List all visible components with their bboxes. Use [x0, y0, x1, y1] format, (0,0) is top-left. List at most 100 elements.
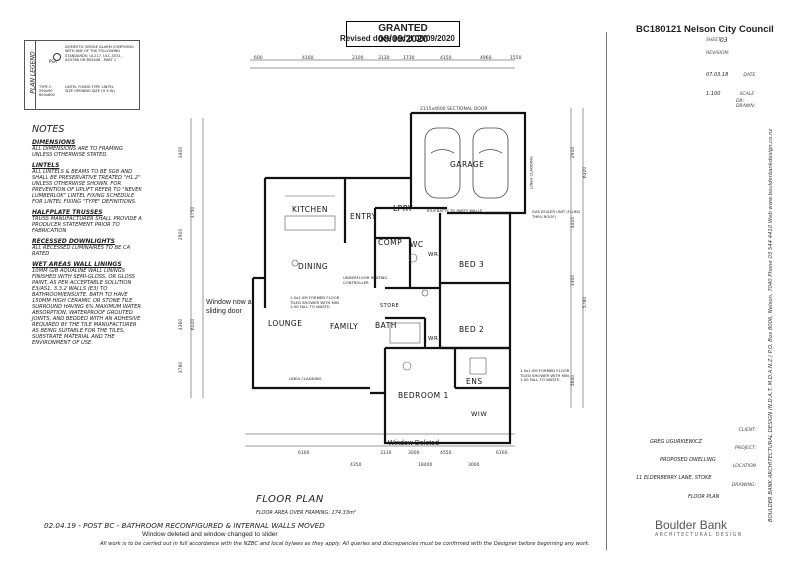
- room-bed3: BED 3: [459, 260, 485, 269]
- room-kitchen: KITCHEN: [292, 205, 328, 214]
- dim-top-6: 4150: [440, 56, 452, 61]
- bc-number: BC180121 Nelson City Council: [636, 24, 774, 35]
- tb-row-dr: DR:: [736, 99, 745, 104]
- tiled-shower-note-2: 1.0x1.0M FORMED FLOOR TILED SHOWER WITH …: [520, 368, 570, 383]
- granted-stamp: GRANTED 08/09/2020: [346, 21, 460, 47]
- room-store: STORE: [380, 303, 400, 309]
- dim-bottom-5: 6160: [496, 451, 508, 456]
- smoke-alarm-icon: [53, 53, 61, 61]
- notes-heading-downlights: RECESSED DOWNLIGHTS: [32, 238, 115, 245]
- tb-drawing-label: DRAWING:: [731, 483, 756, 488]
- dim-left-4: 4360: [179, 318, 185, 331]
- revised-note: Revised docs rec'd 08/09/2020: [340, 34, 455, 43]
- plan-title: FLOOR PLAN: [256, 494, 324, 505]
- tb-drawing-value: FLOOR PLAN: [688, 494, 720, 500]
- dim-bottom-6: 4350: [350, 463, 362, 468]
- floor-area: FLOOR AREA OVER FRAMING: 174.33m²: [256, 510, 356, 516]
- room-garage: GARAGE: [450, 160, 485, 169]
- underfloor-note: UNDERFLOOR HEATING CONTROLLER: [343, 275, 388, 285]
- tb-location: 11 ELDERBERRY LANE, STOKE LOCATION: [636, 464, 756, 483]
- dim-right-5: 5780: [583, 296, 589, 309]
- dim-right-1: 2910: [571, 146, 577, 159]
- tb-location-value: 11 ELDERBERRY LANE, STOKE: [636, 475, 712, 481]
- room-lpry: LPRY: [393, 204, 414, 213]
- batten-note: R3.6 BATTS TO PARTY WALLS: [427, 208, 483, 213]
- notes-text-dimensions: ALL DIMENSIONS ARE TO FRAMING UNLESS OTH…: [32, 146, 123, 158]
- room-family: FAMILY: [330, 322, 359, 331]
- tb-row-sheet: SHEET:: [706, 38, 723, 43]
- dim-top-3: 2100: [352, 56, 364, 61]
- tb-client-value: GREG UGURKIEWICZ: [650, 439, 702, 445]
- tiled-shower-note-1: 1.0x1.0M FORMED FLOOR TILED SHOWER WITH …: [290, 295, 340, 310]
- dim-left-6: 3780: [179, 361, 185, 374]
- notes-heading-wet-areas: WET AREAS WALL LININGS: [32, 261, 122, 268]
- sectional-door-dim: 2115x4600 SECTIONAL DOOR: [420, 107, 488, 112]
- window-deleted-note: Window Deleted: [388, 440, 439, 447]
- room-entry: ENTRY: [350, 212, 377, 221]
- room-ens: ENS: [466, 377, 483, 386]
- dim-bottom-7: 18400: [418, 463, 433, 468]
- room-wr-1: WR: [428, 252, 439, 258]
- dim-right-4: 3300: [571, 274, 577, 287]
- legend-item-smoke: PSA DOMESTIC SMOKE ALARM COMPLYING WITH …: [39, 45, 135, 64]
- legend-divider: [35, 41, 36, 109]
- notes-text-wet-areas: 10mm GIB AQUALINE WALL LININGS FINISHED …: [32, 268, 141, 346]
- change-note: Window deleted and window changed to sli…: [142, 531, 278, 538]
- notes-text-halfplate: TRUSS MANUFACTURER SHALL PROVIDE A PRODU…: [32, 216, 142, 234]
- room-comp: COMP: [378, 238, 403, 247]
- dim-top-7: 4960: [480, 56, 492, 61]
- tb-project-value: PROPOSED DWELLING: [660, 457, 716, 463]
- title-block-rows: SHEET: REVISION: 07.03.18 DATE 1:100 SCA…: [706, 38, 756, 109]
- floor-plan-drawing: [190, 59, 584, 447]
- cladding-note-2: LINEA CLADDING: [289, 376, 322, 381]
- legend-item-lintel: TYPE C 290x90 600x600 LINTEL FIXING TYPE…: [39, 85, 135, 97]
- tb-date-value: 07.03.18: [706, 72, 729, 78]
- tb-project: PROPOSED DWELLING PROJECT:: [660, 446, 756, 465]
- notes-heading-dimensions: DIMENSIONS: [32, 139, 76, 146]
- dim-left-3: 2900: [179, 228, 185, 241]
- dim-left-5: 6120: [191, 318, 197, 331]
- dim-top-2: 4160: [302, 56, 314, 61]
- tb-scale-value: 1:100: [706, 91, 721, 97]
- disclaimer: All work is to be carried out in full ac…: [100, 541, 590, 547]
- company-subtitle: ARCHITECTURAL DESIGN: [655, 533, 743, 538]
- dim-top-4: 3130: [378, 56, 390, 61]
- dim-top-1: 600: [254, 56, 263, 61]
- notes-panel: NOTES DIMENSIONS ALL DIMENSIONS ARE TO F…: [32, 124, 142, 346]
- tb-drawing: FLOOR PLAN DRAWING:: [688, 483, 756, 502]
- dim-top-5: 1730: [403, 56, 415, 61]
- room-lounge: LOUNGE: [268, 319, 303, 328]
- room-bedroom1: BEDROOM 1: [398, 391, 449, 400]
- gas-boiler-note: GAS BOILER UNIT (FLUED THRU ROOF): [532, 209, 581, 219]
- cladding-note-1: LINEA CLADDING: [528, 156, 534, 189]
- tb-location-label: LOCATION: [732, 464, 756, 469]
- dim-left-1: 3400: [179, 146, 185, 159]
- notes-title: NOTES: [32, 124, 65, 135]
- company-name: Boulder Bank: [655, 518, 728, 532]
- room-wc: WC: [410, 240, 424, 249]
- window-slider-note: Window now a sliding door: [206, 299, 252, 315]
- dim-bottom-1: 6160: [298, 451, 310, 456]
- room-wr-2: WR: [428, 336, 439, 342]
- tb-client: GREG UGURKIEWICZ CLIENT:: [650, 428, 756, 447]
- notes-heading-lintels: LINTELS: [32, 162, 60, 169]
- legend-code-smoke: PSA: [49, 59, 57, 64]
- room-dining: DINING: [298, 262, 329, 271]
- company-logo: Boulder Bank ARCHITECTURAL DESIGN: [655, 518, 743, 538]
- dim-left-2: 3750: [191, 206, 197, 219]
- dim-bottom-8: 3000: [468, 463, 480, 468]
- tb-row-date: DATE: [743, 73, 756, 78]
- tb-project-label: PROJECT:: [735, 446, 756, 451]
- room-bed2: BED 2: [459, 325, 485, 334]
- notes-text-downlights: ALL RECESSED LUMINAIRES TO BE CA RATED: [32, 245, 131, 257]
- sheet-number: 03: [720, 37, 728, 44]
- revision-note: 02.04.19 - POST BC - BATHROOM RECONFIGUR…: [44, 521, 325, 530]
- tb-row-revision: REVISION:: [706, 51, 730, 56]
- title-block-border: [606, 32, 757, 550]
- room-wiw: WIW: [471, 410, 488, 418]
- company-side-text: BOULDER BANK ARCHITECTURAL DESIGN (N.D.A…: [768, 128, 774, 522]
- tb-row-scale: SCALE: [739, 92, 755, 97]
- tb-row-drawn: DRAWN:: [736, 104, 756, 109]
- tb-client-label: CLIENT:: [738, 428, 756, 433]
- legend-code-lintel: TYPE C 290x90 600x600: [39, 85, 55, 98]
